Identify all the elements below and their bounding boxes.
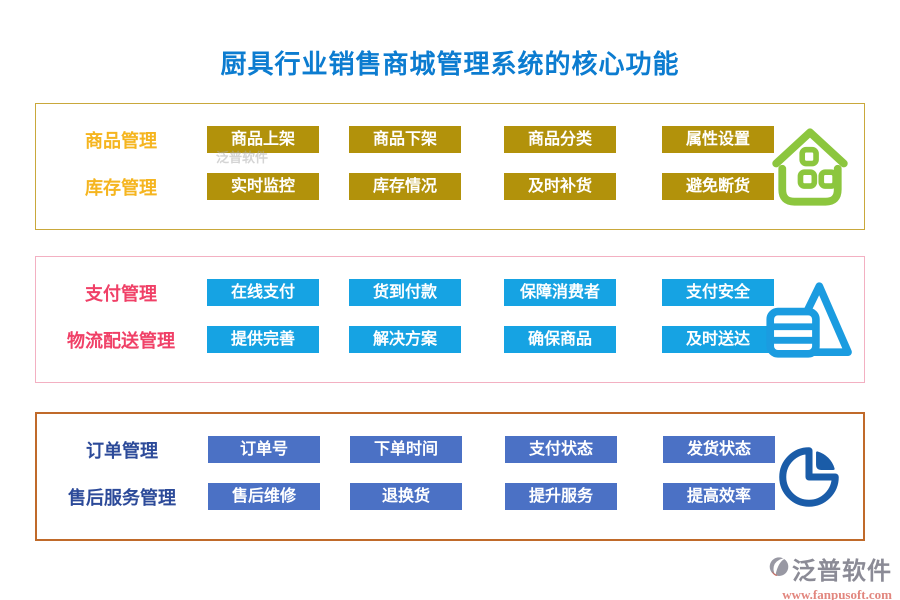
- feature-chip: 及时补货: [504, 173, 616, 200]
- row-label: 商品管理: [85, 130, 157, 151]
- feature-chip: 提高效率: [663, 483, 775, 510]
- brand-line: 泛普软件: [769, 551, 892, 586]
- fanpu-logo-icon: [769, 555, 789, 582]
- feature-chip: 下单时间: [350, 436, 462, 463]
- feature-chip: 保障消费者: [504, 279, 616, 306]
- brand-name: 泛普软件: [792, 558, 892, 585]
- section-product-inventory: 商品管理 商品上架 商品下架 商品分类 属性设置 库存管理 实时监控 库存情况 …: [35, 103, 865, 230]
- feature-chip: 商品上架: [207, 126, 319, 153]
- page-title: 厨具行业销售商城管理系统的核心功能: [220, 49, 680, 79]
- feature-chip: 支付安全: [662, 279, 774, 306]
- feature-chip: 及时送达: [662, 326, 774, 353]
- feature-chip: 订单号: [208, 436, 320, 463]
- feature-chip: 确保商品: [504, 326, 616, 353]
- feature-chip: 货到付款: [349, 279, 461, 306]
- row-label: 支付管理: [85, 283, 157, 304]
- row-product-management: 商品管理 商品上架 商品下架 商品分类 属性设置: [36, 126, 864, 153]
- footer-brand-block: 泛普软件 www.fanpusoft.com: [769, 551, 892, 600]
- feature-chip: 退换货: [350, 483, 462, 510]
- feature-chip: 支付状态: [505, 436, 617, 463]
- row-inventory-management: 库存管理 实时监控 库存情况 及时补货 避免断货: [36, 173, 864, 200]
- row-payment-management: 支付管理 在线支付 货到付款 保障消费者 支付安全: [36, 279, 864, 306]
- feature-chip: 属性设置: [662, 126, 774, 153]
- section-rows: 支付管理 在线支付 货到付款 保障消费者 支付安全 物流配送管理 提供完善 解决…: [36, 257, 864, 353]
- row-aftersales-management: 售后服务管理 售后维修 退换货 提升服务 提高效率: [37, 483, 863, 510]
- row-label: 物流配送管理: [67, 330, 175, 351]
- feature-chip: 库存情况: [349, 173, 461, 200]
- feature-chip: 售后维修: [208, 483, 320, 510]
- row-label: 订单管理: [86, 440, 158, 461]
- feature-chip: 商品下架: [349, 126, 461, 153]
- feature-chip: 实时监控: [207, 173, 319, 200]
- section-payment-logistics: 支付管理 在线支付 货到付款 保障消费者 支付安全 物流配送管理 提供完善 解决…: [35, 256, 865, 383]
- feature-chip: 解决方案: [349, 326, 461, 353]
- feature-chip: 提供完善: [207, 326, 319, 353]
- feature-chip: 在线支付: [207, 279, 319, 306]
- feature-chip: 商品分类: [504, 126, 616, 153]
- row-order-management: 订单管理 订单号 下单时间 支付状态 发货状态: [37, 436, 863, 463]
- house-icon: [764, 121, 856, 213]
- feature-chip: 避免断货: [662, 173, 774, 200]
- brand-url: www.fanpusoft.com: [782, 587, 892, 600]
- row-label: 售后服务管理: [68, 487, 176, 508]
- pie-chart-icon: [763, 442, 855, 512]
- row-label: 库存管理: [85, 177, 157, 198]
- feature-chip: 提升服务: [505, 483, 617, 510]
- row-logistics-management: 物流配送管理 提供完善 解决方案 确保商品 及时送达: [36, 326, 864, 353]
- pyramid-list-icon: [764, 279, 856, 361]
- section-order-aftersales: 订单管理 订单号 下单时间 支付状态 发货状态 售后服务管理 售后维修 退换货 …: [35, 412, 865, 541]
- feature-chip: 发货状态: [663, 436, 775, 463]
- section-rows: 订单管理 订单号 下单时间 支付状态 发货状态 售后服务管理 售后维修 退换货 …: [37, 414, 863, 510]
- section-rows: 商品管理 商品上架 商品下架 商品分类 属性设置 库存管理 实时监控 库存情况 …: [36, 104, 864, 200]
